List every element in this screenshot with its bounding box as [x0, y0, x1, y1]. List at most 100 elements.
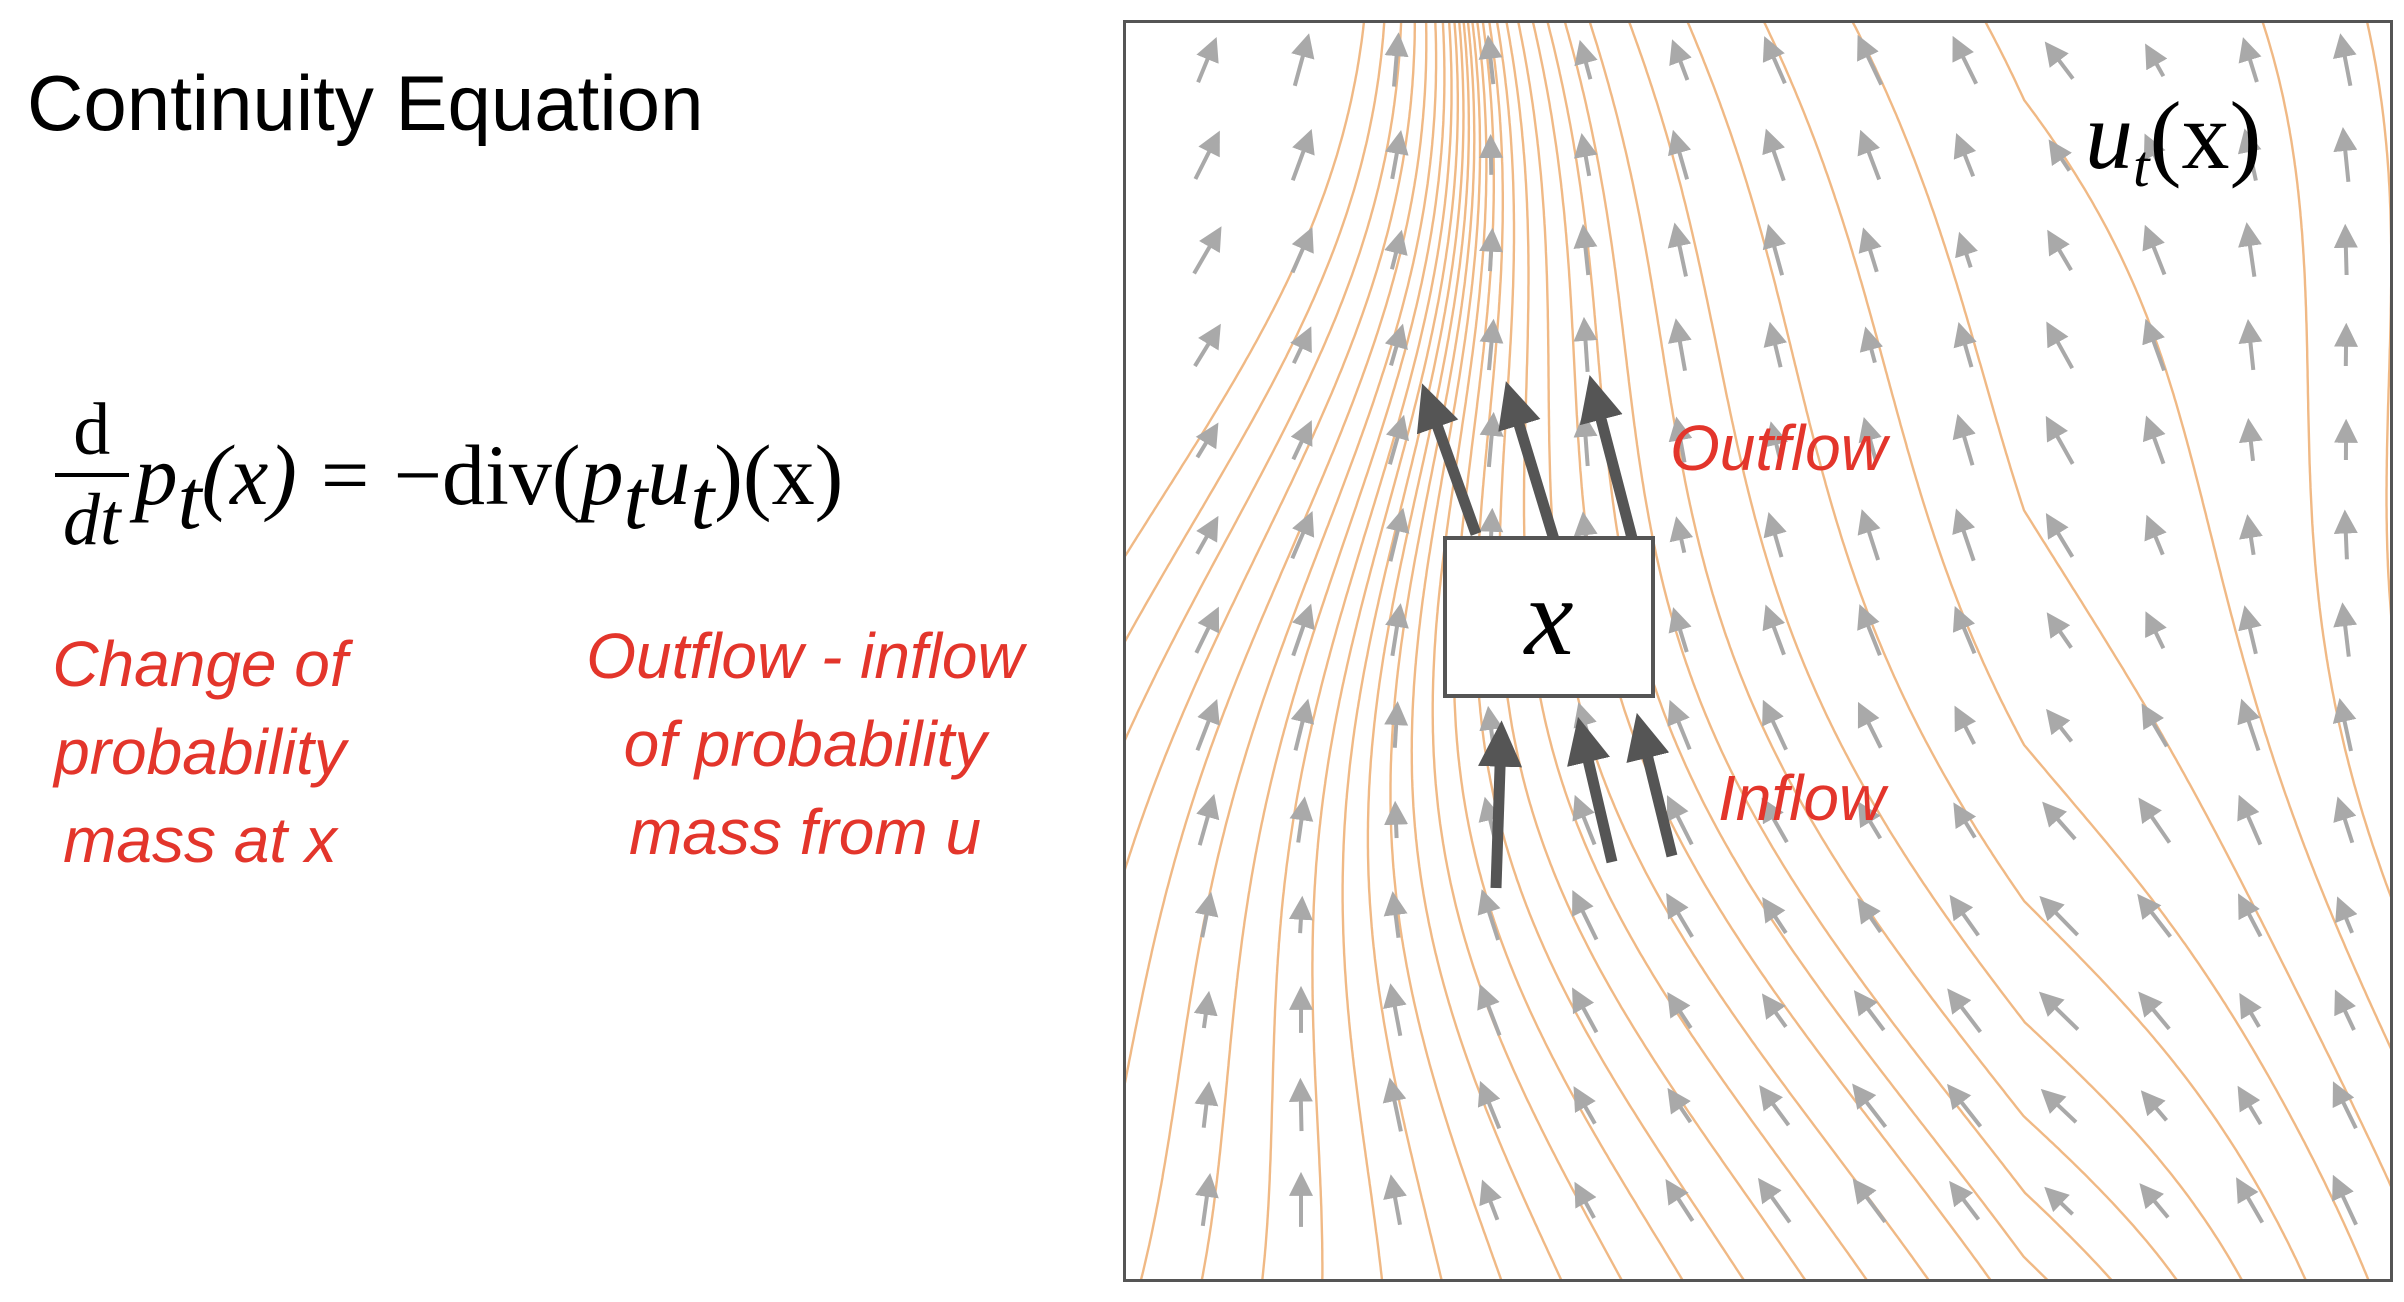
field-arrow	[1666, 795, 1694, 846]
field-arrow	[2239, 992, 2262, 1028]
field-arrow	[2038, 991, 2080, 1031]
field-arrow	[1857, 801, 1883, 840]
field-arrow	[1857, 509, 1881, 561]
rhs-velocity-symbol: u	[647, 427, 691, 523]
field-arrow	[1384, 800, 1409, 839]
field-arrow	[1759, 1084, 1791, 1127]
field-arrow	[1479, 705, 1504, 744]
caption-line: Change of	[52, 628, 348, 700]
field-arrow	[2046, 708, 2074, 743]
field-arrow	[1949, 894, 1980, 937]
field-arrow	[1195, 515, 1219, 555]
field-arrow	[2138, 991, 2171, 1031]
field-arrow	[2046, 321, 2074, 370]
field-arrow	[1573, 316, 1598, 373]
streamline	[1531, 23, 1992, 1279]
field-arrow	[2333, 223, 2358, 276]
field-arrow	[2142, 415, 2166, 465]
field-arrow	[1762, 896, 1788, 935]
field-arrow	[1383, 1174, 1407, 1226]
field-arrow	[1290, 227, 1314, 274]
field-arrow	[1479, 318, 1504, 371]
rhs-density-symbol: p	[580, 427, 624, 523]
streamline	[1628, 23, 2243, 1279]
field-arrow	[2137, 893, 2172, 938]
field-arrow	[1193, 323, 1221, 368]
field-arrow	[1572, 794, 1597, 846]
field-arrow	[1763, 511, 1787, 558]
field-arrow	[1385, 603, 1409, 657]
field-arrow	[1762, 36, 1787, 85]
field-arrow	[1477, 889, 1501, 941]
field-arrow	[2042, 801, 2077, 841]
field-arrow	[1853, 990, 1886, 1032]
field-arrow	[2046, 612, 2073, 649]
field-arrow	[1196, 37, 1219, 84]
field-arrow	[1574, 1181, 1597, 1219]
streamline	[1126, 23, 1386, 643]
field-arrow	[2238, 605, 2262, 655]
caption-line: mass at x	[63, 804, 337, 876]
field-arrow	[1953, 802, 1977, 839]
equals-sign: =	[320, 427, 370, 523]
field-arrow	[1573, 412, 1598, 467]
field-arrow	[1857, 129, 1882, 181]
field-arrow	[1952, 606, 1977, 655]
field-arrow	[1952, 413, 1976, 466]
field-arrow	[2334, 989, 2357, 1031]
streamline	[1763, 23, 2370, 1279]
fraction-numerator: d	[73, 389, 111, 471]
field-arrow	[1764, 421, 1789, 459]
field-arrow	[1761, 993, 1788, 1028]
density-argument: (x)	[201, 427, 297, 523]
field-arrow	[1383, 983, 1407, 1037]
field-arrow	[1290, 510, 1315, 560]
field-arrow	[1852, 1178, 1887, 1224]
field-arrow	[1857, 34, 1884, 86]
caption-line: probability	[54, 716, 346, 788]
field-arrow	[2333, 127, 2358, 183]
caption-line: Outflow - inflow	[586, 620, 1024, 692]
field-arrow	[2332, 697, 2357, 752]
field-arrow	[1954, 705, 1977, 745]
vector-field-panel	[1123, 20, 2393, 1282]
field-arrow	[2040, 1088, 2078, 1124]
rhs-closing: )(x)	[714, 427, 844, 523]
field-arrow	[2332, 1081, 2358, 1130]
field-arrow	[2238, 417, 2263, 462]
streamline	[1261, 23, 1453, 1279]
field-arrow	[1479, 411, 1504, 468]
field-arrow	[1952, 508, 1976, 562]
field-arrow	[2238, 37, 2262, 83]
field-arrow	[1669, 39, 1692, 81]
field-arrow	[1859, 326, 1884, 364]
field-arrow	[2145, 611, 2167, 650]
field-arrow	[1196, 793, 1220, 846]
field-arrow	[2047, 229, 2073, 272]
field-arrow	[1572, 890, 1599, 941]
field-arrow	[2044, 41, 2075, 80]
field-arrow	[1478, 34, 1503, 85]
field-arrow	[1288, 895, 1313, 934]
field-arrow	[1384, 130, 1409, 180]
field-arrow	[1478, 796, 1502, 843]
field-label-argument: (x)	[2149, 82, 2262, 189]
field-arrow	[1949, 1180, 1981, 1221]
divergence-operator: −div(	[393, 427, 581, 523]
field-arrow	[1289, 796, 1314, 843]
field-arrow	[1384, 32, 1409, 87]
field-arrow	[2333, 33, 2357, 87]
streamline	[1341, 23, 1465, 1279]
field-arrow	[2237, 794, 2263, 846]
field-arrows	[1192, 32, 2359, 1227]
rhs-density-subscript: t	[623, 451, 648, 548]
streamline	[1200, 23, 1446, 1279]
field-arrow	[1573, 1086, 1597, 1125]
field-arrow	[1195, 422, 1219, 459]
field-arrow	[1665, 1179, 1695, 1222]
field-arrow	[2237, 698, 2261, 752]
field-arrow	[1952, 35, 1978, 85]
streamline	[1984, 23, 2390, 1050]
field-arrow	[1667, 129, 1692, 180]
streamline	[2261, 23, 2390, 898]
